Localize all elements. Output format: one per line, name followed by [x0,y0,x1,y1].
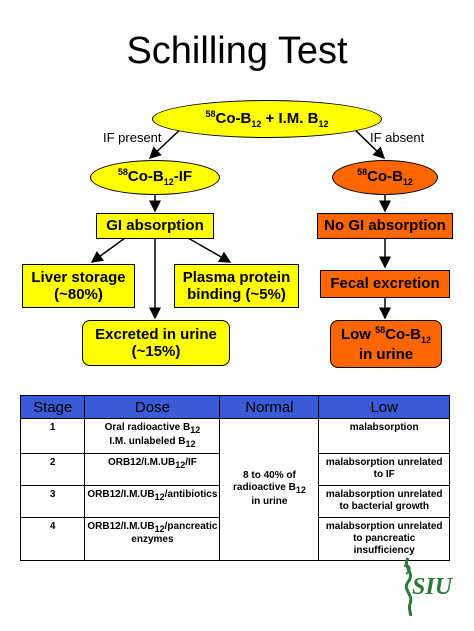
cell-stage: 2 [19,452,86,486]
cell-low: malabsorption unrelated to IF [318,452,450,486]
cell-dose: ORB12/I.M.UB12/antibiotics [84,484,221,518]
node-fecal-excretion: Fecal excretion [320,270,450,298]
node-left-ellipse: 58Co-B12-IF [90,160,220,195]
cell-stage: 1 [19,418,86,454]
node-top-ellipse: 58Co-B12 + I.M. B12 [152,100,382,138]
page-title: Schilling Test [126,30,348,72]
node-excreted-urine: Excreted in urine (~15%) [82,320,230,366]
arrow-gi-to-liver [90,237,126,263]
header-normal: Normal [219,395,320,419]
table-row: 1 Oral radioactive B12 I.M. unlabeled B1… [19,418,450,561]
table-row: 4 ORB12/I.M.UB12/pancreatic enzymes mala… [19,516,450,561]
logo-text: SIU [412,574,454,600]
label-if-absent: IF absent [370,130,425,145]
cell-dose: ORB12/I.M.UB12/pancreatic enzymes [84,516,221,561]
siu-logo: SIU [403,557,454,616]
node-plasma-protein: Plasma protein binding (~5%) [174,264,299,308]
cell-low: malabsorption unrelated to pancreatic in… [318,516,450,561]
node-gi-absorption: GI absorption [96,213,214,239]
node-low-in-urine: Low 58Co-B12 in urine [330,320,442,368]
arrow-gi-to-plasma [187,237,232,263]
table-header-row: Stage Dose Normal Low [19,395,450,419]
cell-stage: 4 [19,516,86,561]
cell-low: malabsorption [318,418,450,454]
header-stage: Stage [19,395,86,419]
node-no-gi-absorption: No GI absorption [317,213,453,239]
cell-stage: 3 [19,484,86,518]
node-liver-storage: Liver storage (~80%) [22,264,135,308]
label-if-present: IF present [103,130,162,145]
cell-low: malabsorption unrelated to bacterial gro… [318,484,450,518]
cell-dose: Oral radioactive B12 I.M. unlabeled B12 [84,418,221,454]
cell-normal: 8 to 40% of radioactive B12 in urine [219,418,320,561]
header-dose: Dose [84,395,221,419]
cell-dose: ORB12/I.M.UB12/IF [84,452,221,486]
stages-table: Stage Dose Normal Low 1 Oral radioactive… [19,395,450,561]
node-right-ellipse: 58Co-B12 [332,160,438,195]
header-low: Low [318,395,450,419]
